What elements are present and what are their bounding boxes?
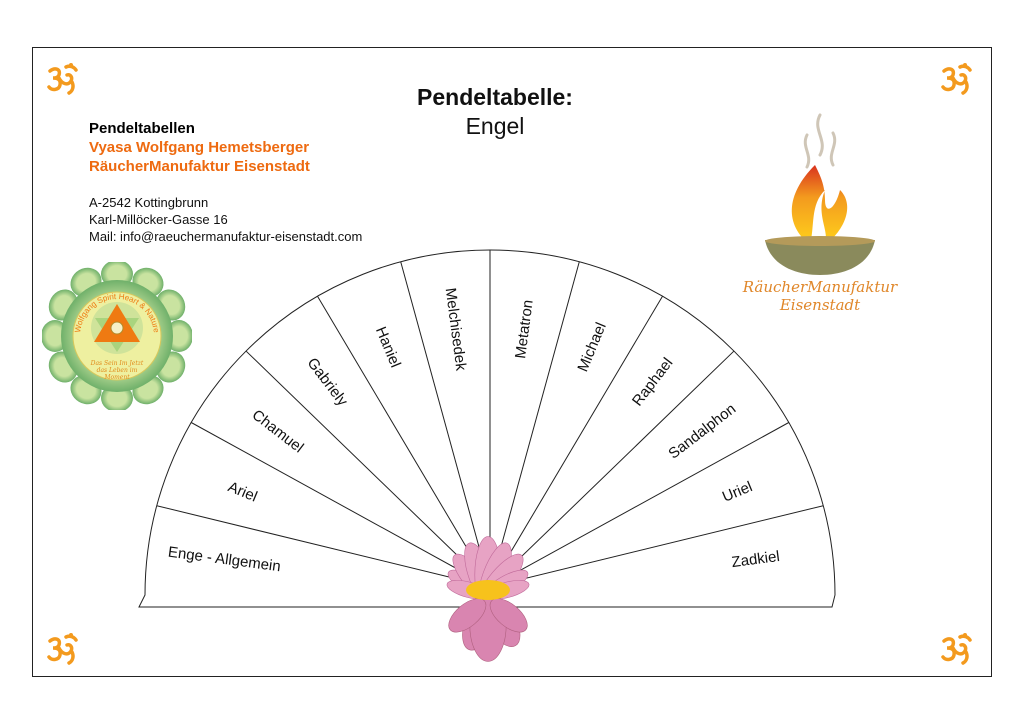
brand-line2: Eisenstadt (779, 296, 861, 314)
brand-flame-logo (765, 113, 875, 275)
author-name: Vyasa Wolfgang Hemetsberger (89, 139, 310, 156)
om-icon (47, 63, 78, 95)
om-icon (47, 633, 78, 665)
fan-divider (245, 350, 491, 588)
fan-divider (489, 350, 735, 588)
address-line: A-2542 Kottingbrunn (89, 195, 209, 210)
fan-divider (190, 422, 491, 588)
fan-outline (138, 249, 836, 608)
address-block: A-2542 Kottingbrunn Karl-Millöcker-Gasse… (89, 194, 362, 245)
author-heading: Pendeltabellen (89, 120, 195, 137)
fan-label: Melchisedek (442, 287, 470, 372)
fan-divider (317, 295, 491, 588)
fan-label: Sandalphon (665, 400, 739, 462)
lotus-petal (489, 598, 528, 633)
seal-motto: Das Sein Im Jetzt das Leben im Moment (90, 360, 144, 381)
fan-divider (400, 261, 491, 588)
fan-label: Gabriely (304, 355, 352, 410)
om-icon (941, 633, 972, 665)
fan-divider (156, 505, 491, 588)
om-icon (941, 63, 972, 95)
lotus-flower (446, 536, 530, 662)
fan-label: Michael (574, 320, 609, 374)
page-frame (32, 47, 992, 677)
fan-divider (489, 422, 790, 588)
email-link: Mail: info@raeuchermanufaktur-eisenstadt… (89, 229, 363, 244)
fan-label: Zadkiel (731, 548, 781, 571)
fan-divider (489, 295, 663, 588)
fan-label: Chamuel (249, 406, 307, 456)
fan-label: Ariel (225, 478, 259, 505)
address-line: Karl-Millöcker-Gasse 16 (89, 212, 228, 227)
brand-name: RäucherManufaktur Eisenstadt (725, 278, 915, 314)
fan-label: Uriel (720, 478, 755, 506)
author-company: RäucherManufaktur Eisenstadt (89, 158, 310, 175)
seal-logo: Wolfgang Spirit Heart & Nature Das Sein … (42, 262, 192, 410)
title-main: Pendeltabelle: (417, 84, 573, 110)
fan-divider (489, 505, 824, 588)
lotus-petal (448, 598, 487, 633)
fan-divider (489, 261, 580, 588)
title-sub: Engel (465, 113, 525, 139)
page-title: Pendeltabelle: Engel (380, 84, 610, 140)
fan-label: Haniel (372, 324, 404, 370)
brand-line1: RäucherManufaktur (742, 278, 898, 296)
fan-label: Raphael (629, 355, 677, 410)
fan-label: Enge - Allgemein (167, 544, 282, 576)
fan-label: Metatron (512, 299, 537, 360)
author-block: Pendeltabellen Vyasa Wolfgang Hemetsberg… (89, 119, 310, 176)
